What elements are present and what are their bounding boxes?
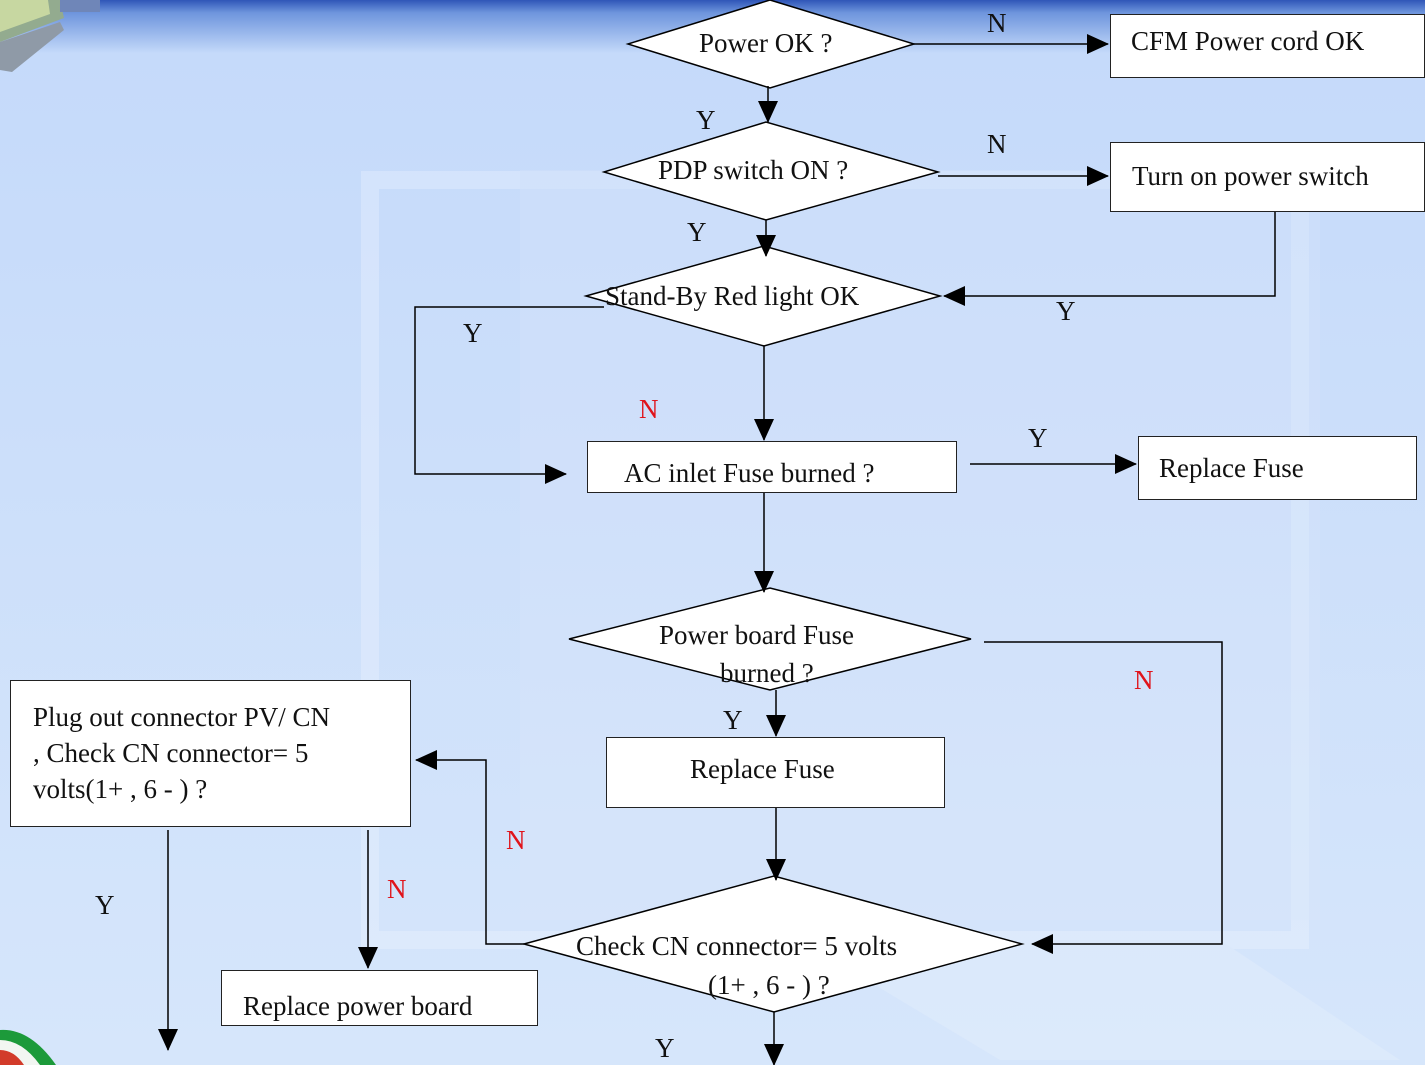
- ac-fuse-yes-label: Y: [1028, 423, 1048, 453]
- turn-on-switch-box: [1110, 142, 1425, 212]
- board-fuse-no-label: N: [1134, 665, 1154, 695]
- logo-fragment-icon: [0, 1029, 56, 1065]
- replace-fuse-2-label: Replace Fuse: [690, 754, 835, 784]
- standby-light-label: Stand-By Red light OK: [605, 281, 860, 311]
- power-board-fuse-decision: [568, 587, 972, 691]
- replace-power-board-box: [221, 970, 538, 1026]
- plug-out-no-label: N: [387, 874, 407, 904]
- ac-fuse-box: [587, 441, 957, 493]
- monitor-image-icon: [0, 0, 100, 72]
- power-yes-label: Y: [696, 105, 716, 135]
- replace-fuse-1-label: Replace Fuse: [1159, 453, 1304, 483]
- replace-power-board-label: Replace power board: [243, 991, 473, 1021]
- plug-out-label-line3: volts(1+ , 6 - ) ?: [33, 774, 208, 804]
- cfm-power-cord-label: CFM Power cord OK: [1131, 26, 1365, 56]
- plug-out-label-line1: Plug out connector PV/ CN: [33, 702, 330, 732]
- ac-fuse-label: AC inlet Fuse burned ?: [624, 458, 875, 488]
- plug-out-box: [10, 680, 411, 827]
- switch-no-label: N: [987, 129, 1007, 159]
- pdp-switch-decision: [601, 121, 941, 221]
- check-cn-label-line1: Check CN connector= 5 volts: [576, 931, 898, 961]
- standby-no-label: N: [639, 394, 659, 424]
- standby-light-decision: [583, 245, 943, 347]
- power-board-fuse-label-line1: Power board Fuse: [659, 620, 854, 650]
- turn-on-switch-label: Turn on power switch: [1132, 161, 1369, 191]
- check-cn-decision: [521, 875, 1025, 1013]
- replace-fuse-2-box: [606, 737, 945, 808]
- power-ok-label: Power OK ?: [699, 28, 833, 58]
- power-board-fuse-label-line2: burned ?: [720, 658, 814, 688]
- plug-out-yes-label: Y: [95, 890, 115, 920]
- check-cn-yes-label: Y: [655, 1033, 675, 1063]
- switch-yes-label: Y: [687, 217, 707, 247]
- cfm-power-cord-box: [1110, 14, 1425, 78]
- pdp-switch-label: PDP switch ON ?: [658, 155, 849, 185]
- standby-yes-label: Y: [463, 318, 483, 348]
- check-cn-no-label: N: [506, 825, 526, 855]
- check-cn-label-line2: (1+ , 6 - ) ?: [708, 970, 830, 1000]
- plug-out-label-line2: , Check CN connector= 5: [33, 738, 309, 768]
- replace-fuse-1-box: [1138, 436, 1417, 500]
- power-no-label: N: [987, 8, 1007, 38]
- turn-on-yes-label: Y: [1056, 296, 1076, 326]
- board-fuse-yes-label: Y: [723, 705, 743, 735]
